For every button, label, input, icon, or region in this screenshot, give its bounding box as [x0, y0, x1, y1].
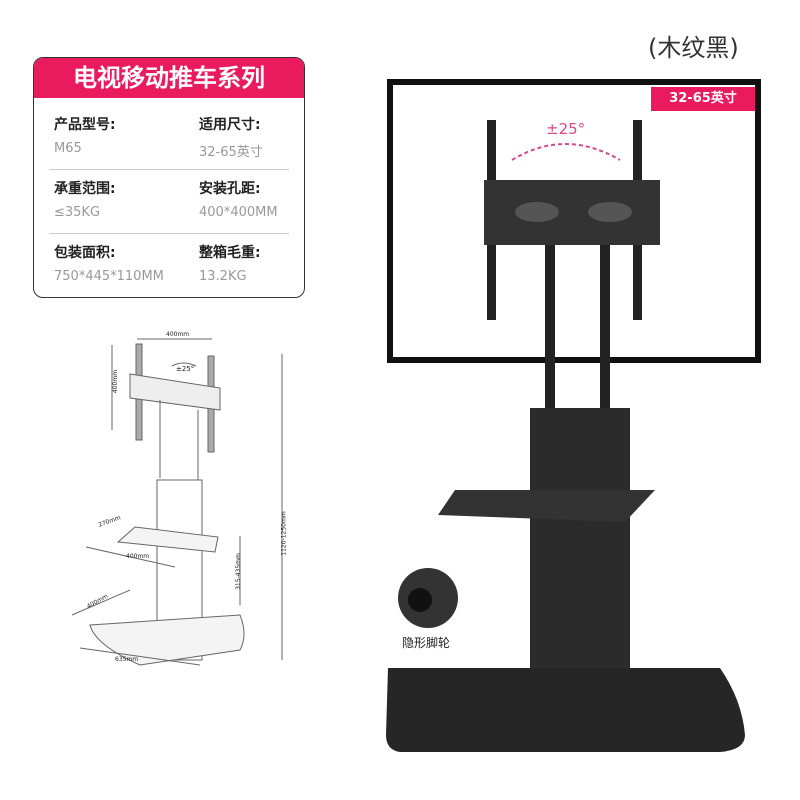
tv-stand-photo — [386, 79, 761, 752]
dimension-diagram — [71, 338, 283, 666]
dim-mount-height: 400mm — [112, 369, 120, 394]
tilt-arrow-icon — [511, 143, 621, 161]
spec-value: ≤35KG — [54, 205, 101, 220]
dim-total-height: 1120-1250mm — [280, 511, 288, 556]
dim-mount-width: 400mm — [166, 331, 190, 338]
spec-label: 产品型号: — [54, 117, 116, 133]
spec-label: 包装面积: — [54, 245, 116, 261]
spec-card: 电视移动推车系列 产品型号: M65 适用尺寸: 32-65英寸 承重范围: ≤35K… — [33, 57, 305, 298]
spec-label: 安装孔距: — [199, 181, 261, 197]
spec-row: 包装面积: 750*445*110MM 整箱毛重: 13.2KG — [49, 238, 289, 297]
variant-label: (木纹黑) — [648, 34, 739, 62]
spec-value: 400*400MM — [199, 205, 278, 220]
tilt-label: ±25° — [546, 120, 586, 138]
spec-row: 承重范围: ≤35KG 安装孔距: 400*400MM — [49, 174, 289, 234]
mount-plate — [484, 180, 660, 245]
size-badge: 32-65英寸 — [651, 87, 755, 111]
dim-shelf-width: 400mm — [126, 553, 150, 560]
spec-value: 750*445*110MM — [54, 269, 164, 284]
spec-label: 整箱毛重: — [199, 245, 261, 261]
shelf — [438, 490, 655, 522]
spec-value: 13.2KG — [199, 269, 247, 284]
caster-label: 隐形脚轮 — [402, 636, 451, 650]
spec-value: M65 — [54, 141, 82, 156]
spec-value: 32-65英寸 — [199, 145, 263, 160]
dim-shelf-height: 315-435mm — [234, 553, 242, 590]
stand-column — [530, 408, 630, 693]
spec-row: 产品型号: M65 适用尺寸: 32-65英寸 — [49, 110, 289, 170]
spec-label: 承重范围: — [54, 181, 116, 197]
stand-base — [386, 668, 745, 752]
spec-card-title: 电视移动推车系列 — [34, 58, 304, 98]
dim-base-width: 635mm — [115, 656, 139, 663]
dim-tilt: ±25° — [176, 365, 195, 373]
spec-label: 适用尺寸: — [199, 117, 261, 133]
